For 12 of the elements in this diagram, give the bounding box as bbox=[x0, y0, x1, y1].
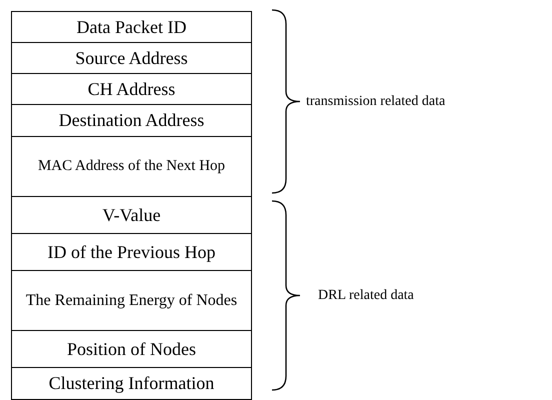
table-row: The Remaining Energy of Nodes bbox=[11, 270, 252, 331]
group-label: DRL related data bbox=[318, 288, 414, 302]
table-row: ID of the Previous Hop bbox=[11, 233, 252, 271]
table-row: CH Address bbox=[11, 73, 252, 105]
table-row: Position of Nodes bbox=[11, 330, 252, 368]
table-row: MAC Address of the Next Hop bbox=[11, 136, 252, 197]
table-row: Clustering Information bbox=[11, 367, 252, 400]
table-row: Destination Address bbox=[11, 104, 252, 137]
table-row: V-Value bbox=[11, 196, 252, 234]
table-row: Data Packet ID bbox=[11, 11, 252, 43]
group-label: transmission related data bbox=[306, 94, 446, 108]
table-row: Source Address bbox=[11, 42, 252, 74]
